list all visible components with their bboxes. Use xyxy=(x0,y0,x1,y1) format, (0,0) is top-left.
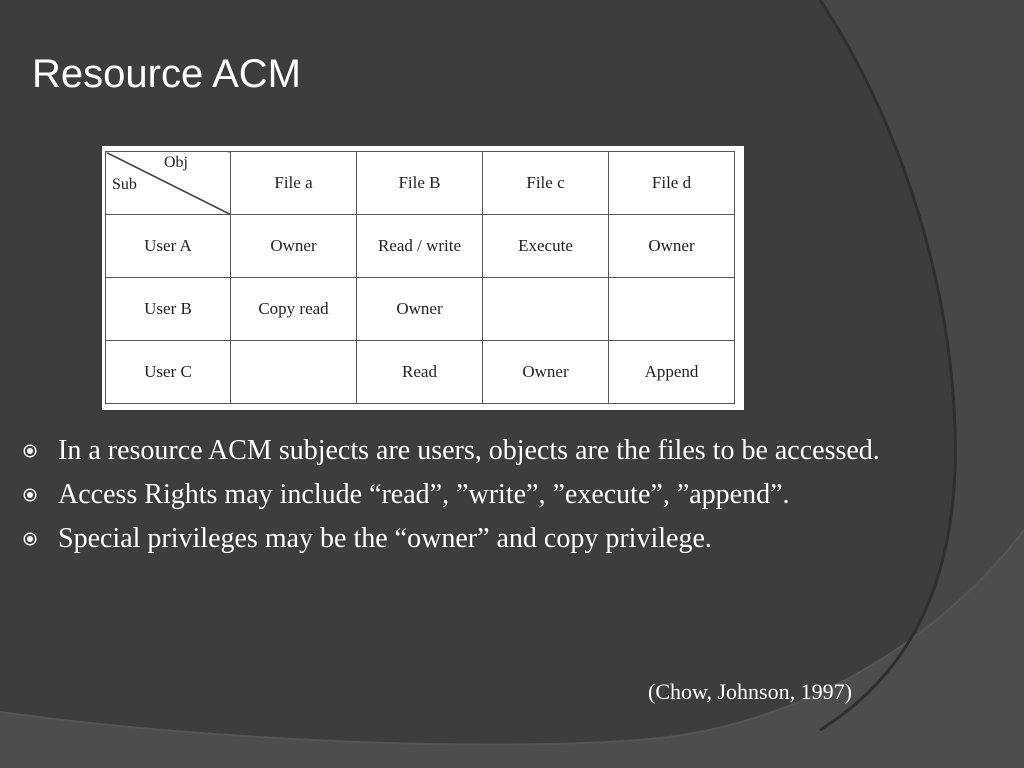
bullet-text: Access Rights may include “read”, ”write… xyxy=(58,479,790,510)
row-header: User C xyxy=(105,340,231,404)
circled-dot-icon xyxy=(23,532,37,546)
slide-title: Resource ACM xyxy=(32,52,301,96)
bullet-text: Special privileges may be the “owner” an… xyxy=(58,523,712,554)
acm-table: Obj Sub File a File B File c File d User… xyxy=(105,151,735,404)
circled-dot-icon xyxy=(23,444,37,458)
table-cell xyxy=(608,277,735,341)
corner-obj-label: Obj xyxy=(164,154,188,171)
bullet-item: In a resource ACM subjects are users, ob… xyxy=(20,432,900,470)
column-header: File d xyxy=(608,151,735,215)
table-cell: Read xyxy=(356,340,483,404)
circled-dot-icon xyxy=(23,488,37,502)
table-cell: Append xyxy=(608,340,735,404)
table-row: User A Owner Read / write Execute Owner xyxy=(105,214,735,278)
bullet-item: Special privileges may be the “owner” an… xyxy=(20,520,900,558)
column-header: File a xyxy=(230,151,357,215)
corner-cell: Obj Sub xyxy=(105,151,231,215)
table-cell xyxy=(230,340,357,404)
bullet-list: In a resource ACM subjects are users, ob… xyxy=(20,432,900,564)
column-header: File c xyxy=(482,151,609,215)
table-row: User B Copy read Owner xyxy=(105,277,735,341)
table-cell: Owner xyxy=(608,214,735,278)
bullet-text: In a resource ACM subjects are users, ob… xyxy=(58,435,880,466)
table-cell: Owner xyxy=(482,340,609,404)
table-cell: Owner xyxy=(230,214,357,278)
column-header: File B xyxy=(356,151,483,215)
table-header-row: Obj Sub File a File B File c File d xyxy=(105,151,735,215)
acm-table-image: Obj Sub File a File B File c File d User… xyxy=(102,146,744,410)
table-cell xyxy=(482,277,609,341)
citation: (Chow, Johnson, 1997) xyxy=(648,679,852,704)
table-cell: Owner xyxy=(356,277,483,341)
bullet-item: Access Rights may include “read”, ”write… xyxy=(20,476,900,514)
row-header: User A xyxy=(105,214,231,278)
table-cell: Copy read xyxy=(230,277,357,341)
row-header: User B xyxy=(105,277,231,341)
table-row: User C Read Owner Append xyxy=(105,340,735,404)
corner-sub-label: Sub xyxy=(112,176,137,193)
table-cell: Execute xyxy=(482,214,609,278)
table-cell: Read / write xyxy=(356,214,483,278)
